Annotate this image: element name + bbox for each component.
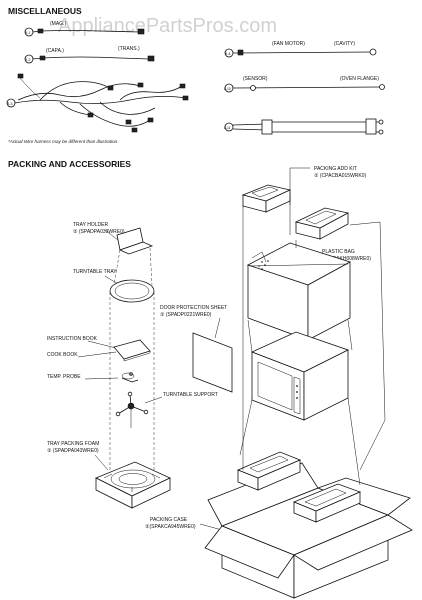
label-mag: (MAG.) (50, 21, 66, 27)
packing-case (204, 451, 413, 599)
label-plastic-bag-part: ② (SSAKH008WRE0) (322, 256, 371, 262)
label-turntable-support: TURNTABLE SUPPORT (163, 392, 218, 398)
callout-8-11 (224, 122, 234, 132)
label-cook-book: COOK BOOK (47, 352, 78, 358)
packing-heading: PACKING AND ACCESSORIES (8, 159, 131, 169)
turntable-tray (109, 279, 155, 303)
wire-harness: 8-3 (6, 73, 189, 133)
wire-capa-trans: 8-2 (CAPA.) (TRANS.) (24, 46, 155, 64)
label-cavity: (CAVITY) (334, 41, 355, 47)
packing-add-kit-right (294, 207, 350, 240)
callout-8-10-label: 8-10 (224, 87, 231, 91)
wire-8-11: 8-11 (224, 118, 384, 135)
label-packing-case: PACKING CASE (150, 517, 188, 523)
cook-book (113, 339, 151, 362)
temp-probe (121, 372, 139, 383)
label-tray-packing-foam: TRAY PACKING FOAM (47, 441, 99, 447)
tray-packing-foam (95, 461, 171, 509)
label-plastic-bag: PLASTIC BAG (322, 249, 355, 255)
label-fan-motor: (FAN MOTOR) (272, 41, 305, 47)
callout-8-2-label: 8-2 (25, 58, 31, 62)
label-tray-holder-part: ② (SPADPA039WRE0) (73, 229, 125, 235)
label-sensor: (SENSOR) (243, 76, 268, 82)
label-turntable-tray: TURNTABLE TRAY (73, 269, 117, 275)
packing-add-kit-left (241, 184, 292, 213)
callout-8-3-label: 8-3 (7, 102, 13, 106)
label-capa: (CAPA.) (46, 48, 64, 54)
label-tray-packing-foam-part: ② (SPADPA043WRE0) (47, 448, 99, 454)
label-packing-add-kit-part: ② (CPACBA015WRK0) (314, 173, 367, 179)
label-instruction-book: INSTRUCTION BOOK (47, 336, 98, 342)
label-tray-holder: TRAY HOLDER (73, 222, 108, 228)
wire-sensor: 8-10 (SENSOR) (OVEN FLANGE) (224, 76, 385, 93)
plastic-bag (246, 242, 352, 341)
misc-heading: MISCELLANEOUS (8, 6, 82, 16)
harness-note: *Actual Wire harness may be different th… (8, 139, 119, 144)
microwave-oven (250, 331, 350, 421)
label-door-protection-sheet: DOOR PROTECTION SHEET (160, 305, 227, 311)
label-oven-flange: (OVEN FLANGE) (340, 76, 379, 82)
label-door-protection-sheet-part: ② (SPADP0221WRE0) (160, 312, 212, 318)
tray-holder (116, 227, 154, 255)
label-packing-add-kit: PACKING ADD KIT (314, 166, 357, 172)
watermark: AppliancePartsPros.com (58, 15, 277, 37)
label-packing-case-part: ②(SPAKCA945WRE0) (145, 524, 196, 530)
door-protection-sheet (192, 332, 233, 393)
label-temp-probe: TEMP. PROBE (47, 374, 81, 380)
wire-mag: 8-1 (MAG.) (24, 21, 145, 37)
callout-8-1-label: 8-1 (25, 31, 31, 35)
wire-fan-motor: 8-4 (FAN MOTOR) (CAVITY) (224, 41, 377, 58)
turntable-support (115, 391, 149, 428)
callout-8-4-label: 8-4 (225, 52, 231, 56)
label-trans: (TRANS.) (118, 46, 140, 52)
callout-8-11-label: 8-11 (224, 126, 231, 130)
